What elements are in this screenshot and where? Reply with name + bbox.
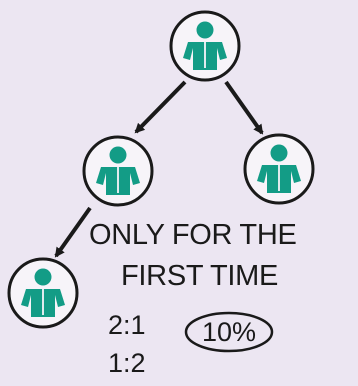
person-icon [21,268,65,317]
person-node-left [82,135,154,207]
ratio-label-2: 1:2 [108,348,146,378]
arrow-left-to-bottom [54,206,92,258]
person-node-right [243,133,315,205]
ratio-label-1: 2:1 [108,310,146,340]
percent-ring [184,311,274,353]
percent-label: 10% [201,317,257,347]
arrow-root-to-right [224,80,264,135]
arrow-root-to-left [134,80,187,134]
note-line-2: FIRST TIME [121,260,279,292]
percent-badge: 10% [183,310,275,354]
person-icon [183,21,227,70]
person-icon [96,146,140,195]
note-line-1: ONLY FOR THE [89,219,297,251]
person-icon [257,144,301,193]
person-node-bottom [7,257,79,329]
person-node-root [169,10,241,82]
